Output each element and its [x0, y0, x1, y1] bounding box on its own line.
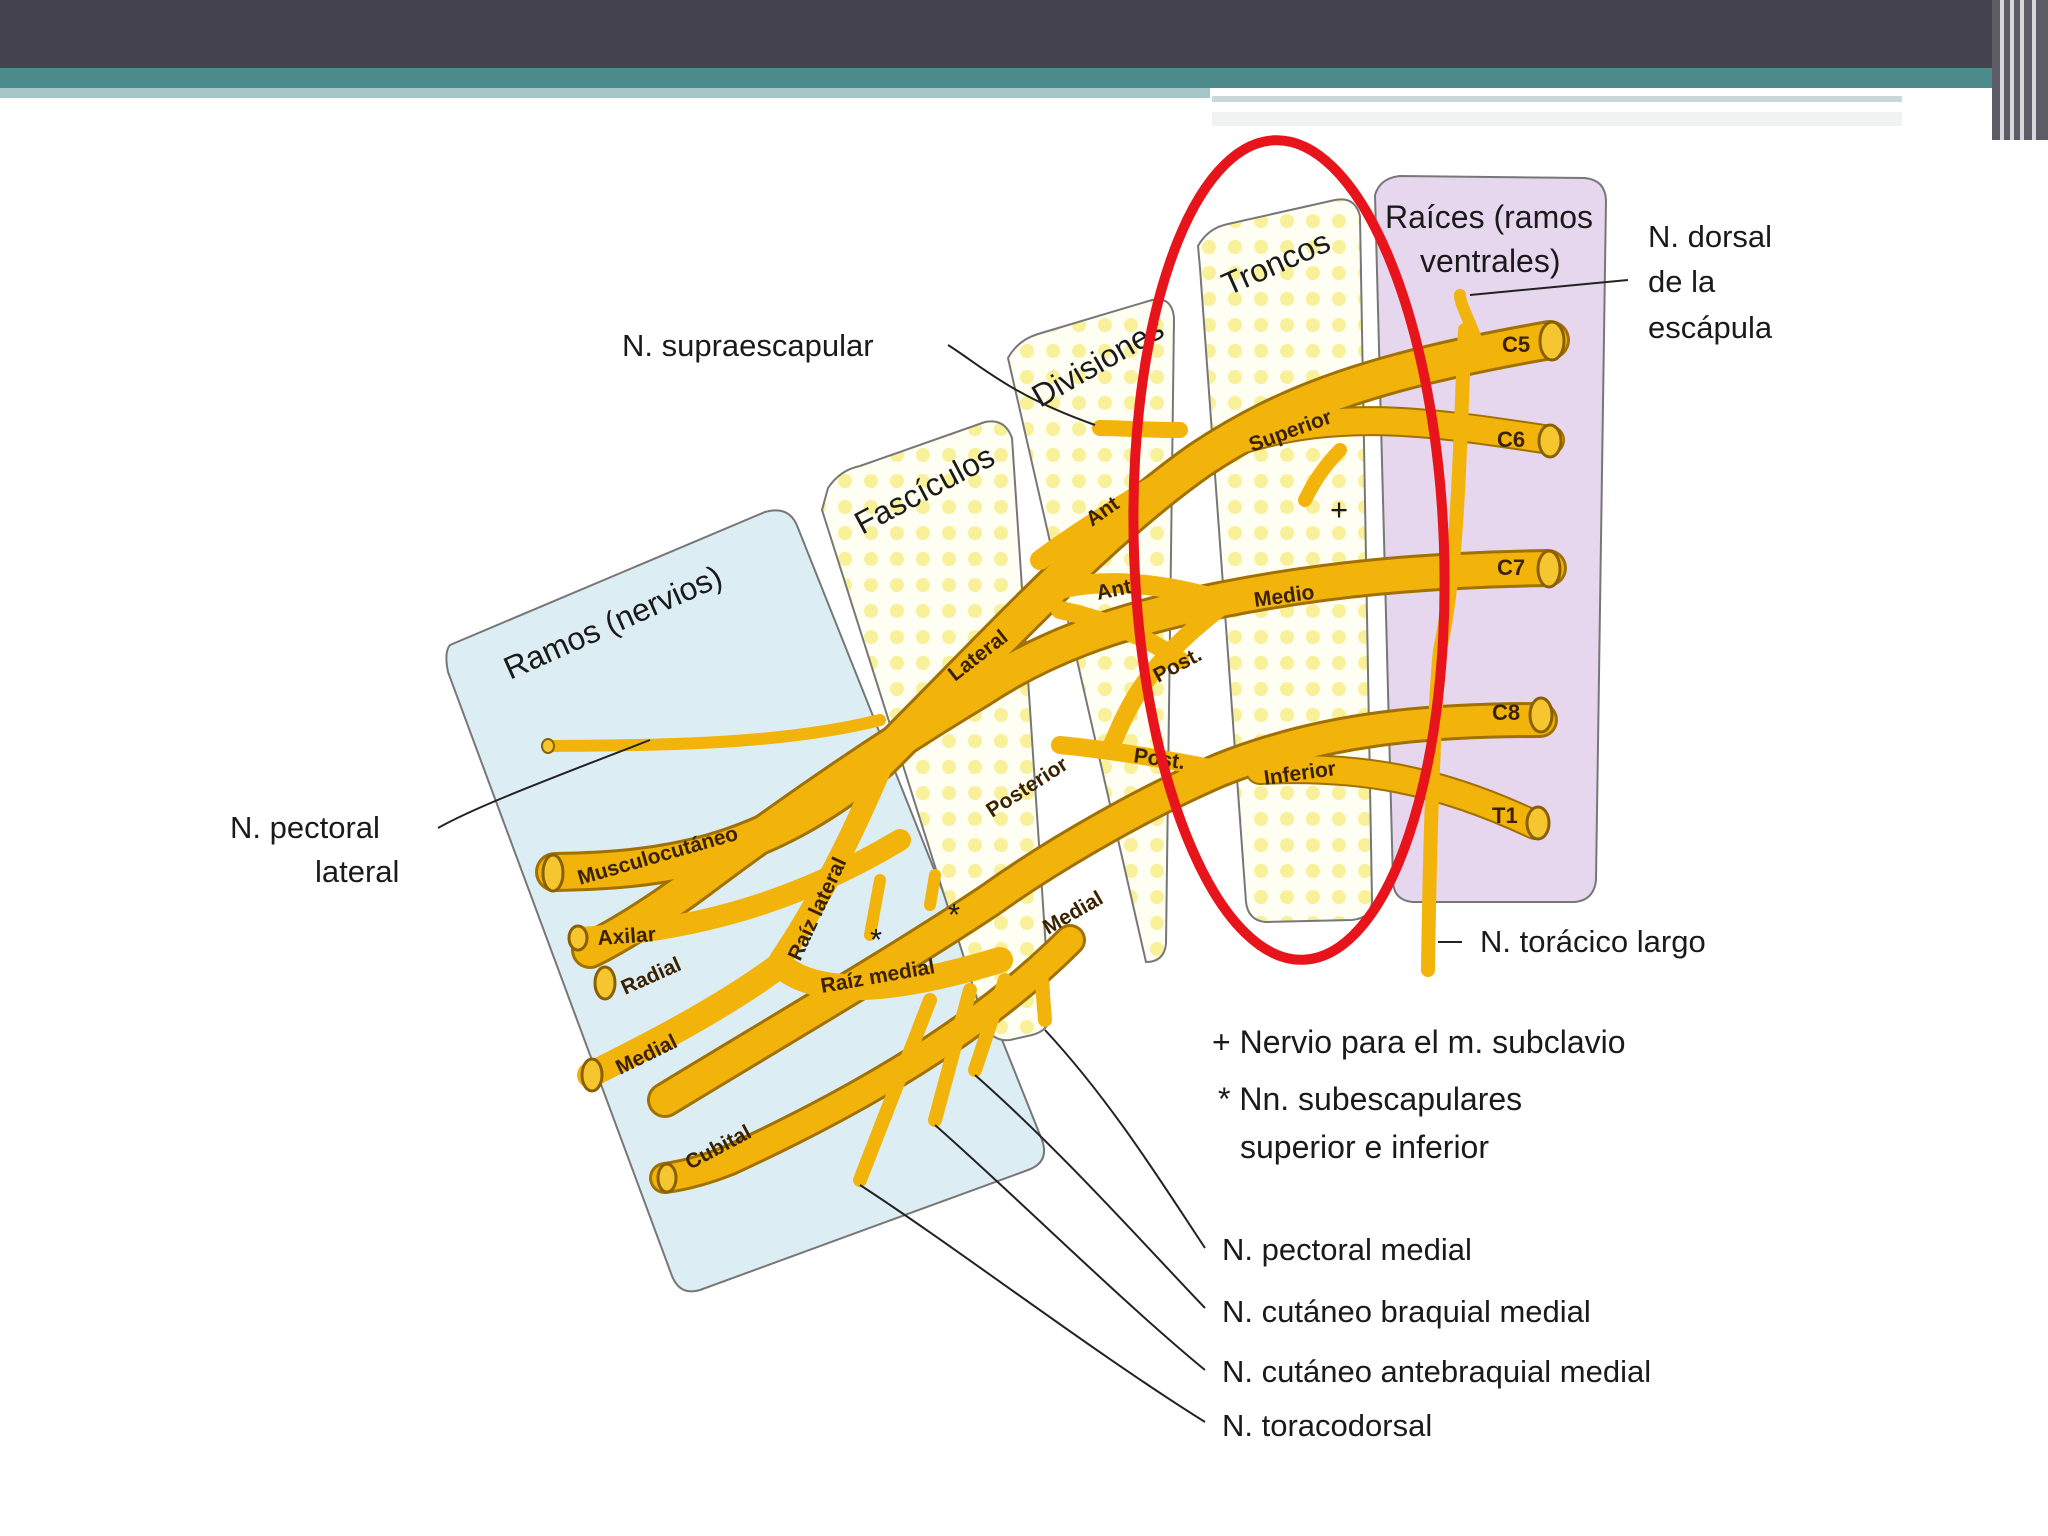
label-pectoral-lateral-1: N. pectoral [230, 810, 380, 845]
label-supraescapular: N. supraescapular [622, 328, 874, 363]
label-cutaneo-braquial: N. cutáneo braquial medial [1222, 1294, 1591, 1329]
branch-label-axilar: Axilar [597, 923, 657, 950]
legend-plus: + Nervio para el m. subclavio [1212, 1024, 1626, 1060]
root-label-c6: C6 [1497, 427, 1525, 452]
root-label-c8: C8 [1492, 700, 1520, 725]
root-label-c7: C7 [1497, 555, 1525, 580]
leader-lines [437, 279, 1629, 1423]
root-label-c5: C5 [1502, 332, 1530, 357]
label-dorsal-escapula-1: N. dorsal [1648, 219, 1772, 254]
symbol-plus-subclavio: + [1330, 492, 1348, 527]
panel-troncos [1196, 198, 1374, 924]
label-toracico-largo: N. torácico largo [1480, 924, 1706, 959]
label-dorsal-escapula-2: de la [1648, 264, 1716, 299]
label-pectoral-medial: N. pectoral medial [1222, 1232, 1472, 1267]
plexus-nerves [535, 289, 1570, 1194]
symbol-star-2: * [948, 897, 960, 932]
legend-star-1: * Nn. subescapulares [1218, 1081, 1522, 1117]
legend-star-2: superior e inferior [1240, 1129, 1489, 1165]
panel-title-raices-2: ventrales) [1420, 243, 1561, 279]
slide-header [0, 0, 2048, 140]
label-dorsal-escapula-3: escápula [1648, 310, 1773, 345]
legend: + Nervio para el m. subclavio * Nn. sube… [1212, 1024, 1626, 1165]
label-pectoral-lateral-2: lateral [315, 854, 399, 889]
label-toracodorsal: N. toracodorsal [1222, 1408, 1432, 1443]
highlight-ellipse-troncos [1128, 135, 1450, 965]
root-label-t1: T1 [1492, 803, 1518, 828]
panel-title-raices-1: Raíces (ramos [1385, 199, 1593, 235]
symbol-star-1: * [870, 922, 882, 957]
label-cutaneo-antebraquial: N. cutáneo antebraquial medial [1222, 1354, 1651, 1389]
